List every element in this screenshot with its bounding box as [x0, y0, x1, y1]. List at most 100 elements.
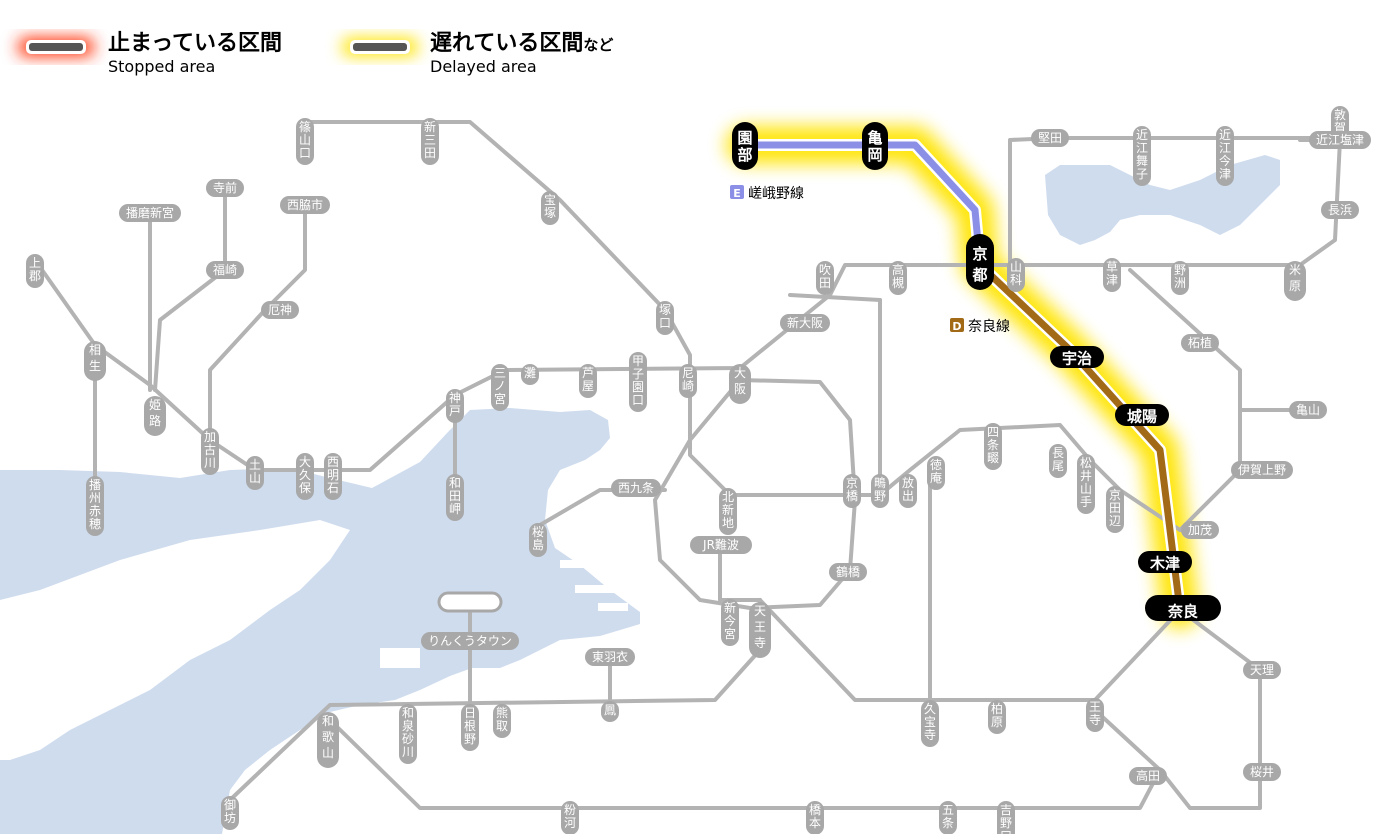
station-wadamisaki[interactable]: 和田岬	[446, 474, 464, 521]
highlighted-station-kizu[interactable]: 木津	[1138, 551, 1192, 573]
station-harimashingu[interactable]: 播磨新宮	[119, 204, 181, 222]
station-suita[interactable]: 吹田	[816, 261, 834, 295]
highlighted-station-kyoto[interactable]: 京都	[966, 234, 994, 290]
station-shinimamiya[interactable]: 新今宮	[721, 599, 739, 646]
station-higashihagoromo[interactable]: 東羽衣	[585, 648, 635, 666]
station-sakurajima[interactable]: 桜島	[529, 523, 547, 557]
station-shinosaka[interactable]: 新大阪	[780, 314, 830, 332]
station-jrnamba[interactable]: JR難波	[690, 536, 752, 554]
legend-stopped-en: Stopped area	[108, 57, 215, 76]
station-kamoyama[interactable]: 亀山	[1289, 401, 1327, 419]
station-ashiya[interactable]: 芦屋	[579, 364, 597, 398]
station-kansai_airport[interactable]: 関西空港	[437, 591, 503, 613]
station-sakurai[interactable]: 桜井	[1243, 763, 1281, 781]
highlighted-station-uji[interactable]: 宇治	[1050, 346, 1104, 368]
station-label: 播磨新宮	[126, 205, 174, 220]
highlighted-station-nara[interactable]: 奈良	[1145, 595, 1221, 621]
station-kusatsu[interactable]: 草津	[1103, 258, 1121, 292]
station-katata[interactable]: 堅田	[1031, 129, 1069, 147]
station-hineno[interactable]: 日根野	[461, 704, 479, 751]
station-teramae[interactable]: 寺前	[206, 179, 244, 197]
highlighted-station-kameoka[interactable]: 亀岡	[862, 122, 888, 170]
station-takatsuki[interactable]: 高槻	[889, 261, 907, 295]
nara-line-badge[interactable]: D 奈良線	[950, 318, 1010, 335]
station-label: 大久保	[299, 455, 311, 495]
station-label: 京田辺	[1109, 488, 1121, 528]
highlighted-station-sonobe[interactable]: 園部	[732, 122, 758, 170]
station-amagasaki[interactable]: 尼崎	[679, 364, 697, 398]
station-label: 近江舞子	[1136, 128, 1148, 181]
station-kyuhoji[interactable]: 久宝寺	[921, 700, 939, 747]
station-kitashinchi[interactable]: 北新地	[719, 488, 737, 535]
station-kumatori[interactable]: 熊取	[493, 704, 511, 738]
station-iga_ueno[interactable]: 伊賀上野	[1231, 461, 1293, 479]
station-kashiwara[interactable]: 柏原	[988, 700, 1006, 734]
station-yashiro[interactable]: 厄神	[261, 301, 299, 319]
station-label: 神戸	[449, 391, 461, 418]
station-yamashina[interactable]: 山科	[1007, 258, 1025, 292]
station-tsuruhashi[interactable]: 鶴橋	[829, 563, 867, 581]
station-himeji[interactable]: 姫路	[144, 396, 166, 436]
station-nishikujo[interactable]: 西九条	[611, 479, 661, 497]
station-kamo[interactable]: 加茂	[1181, 521, 1219, 539]
station-oji[interactable]: 王寺	[1086, 698, 1104, 732]
highlighted-station-label: 奈良	[1167, 603, 1198, 621]
station-gojo[interactable]: 五条	[939, 801, 957, 834]
station-tsuge[interactable]: 柘植	[1181, 334, 1219, 352]
station-koshienguchi[interactable]: 甲子園口	[629, 352, 647, 412]
station-label: 放出	[902, 475, 914, 503]
station-shijonawate[interactable]: 四条畷	[984, 423, 1002, 470]
station-labels: 篠山口新三田敦賀堅田近江舞子近江今津近江塩津長浜宝塚寺前播磨新宮西脇市上郡福崎山…	[26, 106, 1371, 834]
station-fukusaki[interactable]: 福崎	[206, 261, 244, 279]
highlighted-station-joyo[interactable]: 城陽	[1115, 404, 1169, 426]
station-nada[interactable]: 灘	[521, 364, 539, 385]
station-kyotanabe[interactable]: 京田辺	[1106, 486, 1124, 533]
station-sannomiya[interactable]: 三ノ宮	[491, 364, 509, 411]
station-osaka[interactable]: 大阪	[729, 364, 751, 404]
station-aioi[interactable]: 相生	[84, 341, 106, 381]
station-label: 鴫野	[874, 476, 886, 503]
station-rinku_town[interactable]: りんくうタウン	[421, 632, 519, 650]
station-gobo[interactable]: 御坊	[221, 796, 239, 830]
station-izumisunagawa[interactable]: 和泉砂川	[399, 704, 417, 764]
station-sasayamaguchi[interactable]: 篠山口	[296, 118, 314, 165]
station-tenri[interactable]: 天理	[1243, 661, 1281, 679]
station-tokiwa_nishiakashi[interactable]: 西明石	[324, 453, 342, 500]
station-label: 土山	[249, 458, 261, 485]
sagano-line-badge[interactable]: E 嵯峨野線	[730, 185, 804, 202]
station-tokuan[interactable]: 徳庵	[927, 456, 945, 490]
station-omimaiko[interactable]: 近江舞子	[1133, 126, 1151, 186]
station-maibara[interactable]: 米原	[1284, 261, 1306, 301]
station-yasu[interactable]: 野洲	[1171, 261, 1189, 295]
station-nagao[interactable]: 長尾	[1049, 444, 1067, 478]
station-shinsanda[interactable]: 新三田	[421, 118, 439, 165]
station-tennoji[interactable]: 天王寺	[749, 602, 771, 658]
station-kamigori[interactable]: 上郡	[26, 254, 44, 288]
station-kokawa[interactable]: 粉河	[561, 801, 579, 834]
station-takada[interactable]: 高田	[1129, 767, 1167, 785]
station-otori[interactable]: 鳳	[601, 701, 619, 722]
station-kakogawa[interactable]: 加古川	[201, 428, 219, 475]
station-kyobashi[interactable]: 京橋	[843, 474, 861, 508]
station-takarazuka[interactable]: 宝塚	[541, 191, 559, 225]
station-matsuiyamate[interactable]: 松井山手	[1077, 454, 1095, 514]
station-omishiotsu[interactable]: 近江塩津	[1309, 131, 1371, 149]
highlighted-station-label: 城陽	[1127, 408, 1157, 426]
station-label: 厄神	[268, 303, 292, 317]
station-hanaten[interactable]: 鴫野	[871, 474, 889, 508]
station-hashimoto[interactable]: 橋本	[806, 801, 824, 834]
station-wakayama[interactable]: 和歌山	[317, 712, 339, 768]
station-kobe[interactable]: 神戸	[446, 389, 464, 423]
station-label: JR難波	[702, 537, 739, 552]
station-yoshinoguchi[interactable]: 吉野口	[997, 801, 1015, 834]
station-nishiwakishi[interactable]: 西脇市	[280, 196, 330, 214]
station-tsuchiyama[interactable]: 土山	[246, 456, 264, 490]
station-okubo[interactable]: 大久保	[296, 453, 314, 500]
station-omiimazu[interactable]: 近江今津	[1216, 126, 1234, 186]
station-nagahama[interactable]: 長浜	[1321, 201, 1359, 219]
station-hanaten2[interactable]: 放出	[899, 474, 917, 508]
station-label: 加茂	[1188, 523, 1212, 537]
station-banshuako[interactable]: 播州赤穂	[86, 476, 104, 536]
station-label: 長浜	[1328, 203, 1352, 217]
station-tsukaguchi[interactable]: 塚口	[656, 301, 674, 335]
